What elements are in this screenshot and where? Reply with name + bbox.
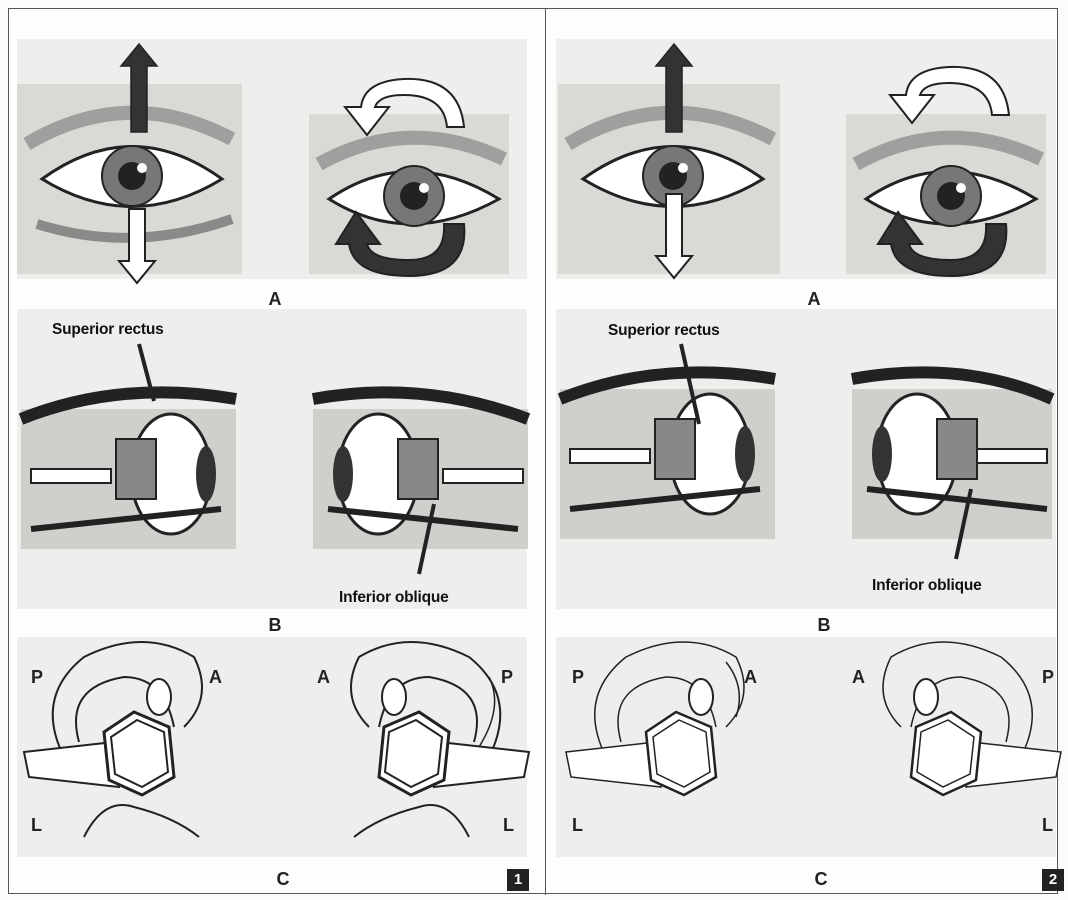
row-b-letter: B xyxy=(804,615,844,636)
row-c-letter: C xyxy=(801,869,841,890)
arrow-down-icon xyxy=(117,209,157,284)
orientation-anterior: A xyxy=(744,667,757,688)
orbit-schematic-icon xyxy=(24,637,224,837)
pointer-line-icon xyxy=(134,339,214,409)
rotation-arrow-bottom-icon xyxy=(876,204,1026,284)
orbit-schematic-icon xyxy=(566,637,766,837)
inferior-oblique-label: Inferior oblique xyxy=(339,589,449,607)
row-c-letter: C xyxy=(263,869,303,890)
row-c-schematic: P A A P L L C xyxy=(546,637,1068,862)
pointer-line-icon xyxy=(404,499,464,579)
orbit-schematic-icon xyxy=(861,637,1061,837)
arrow-down-icon xyxy=(654,194,694,284)
row-a-letter: A xyxy=(794,289,834,310)
superior-rectus-label: Superior rectus xyxy=(52,321,164,339)
pointer-line-icon xyxy=(941,484,1001,564)
orientation-lateral: L xyxy=(31,815,42,836)
orientation-posterior: P xyxy=(501,667,513,688)
row-a-letter: A xyxy=(255,289,295,310)
figure-frame: A xyxy=(8,8,1058,894)
rotation-arrow-top-icon xyxy=(884,57,1024,127)
arrow-up-icon xyxy=(654,44,694,134)
row-c-schematic: P A A P L L C xyxy=(9,637,537,862)
superior-rectus-label: Superior rectus xyxy=(608,322,720,340)
orientation-posterior: P xyxy=(1042,667,1054,688)
pointer-line-icon xyxy=(671,339,751,429)
row-a-eyes: A xyxy=(9,39,537,284)
orientation-lateral: L xyxy=(572,815,583,836)
panel-2: A xyxy=(546,9,1068,895)
orbit-schematic-icon xyxy=(329,637,529,837)
orientation-posterior: P xyxy=(31,667,43,688)
orientation-anterior: A xyxy=(209,667,222,688)
figure-number-badge: 2 xyxy=(1042,869,1064,891)
row-b-muscles: Superior rectus Inferior oblique B xyxy=(546,309,1068,599)
rotation-arrow-bottom-icon xyxy=(334,204,484,284)
row-b-letter: B xyxy=(255,615,295,636)
row-a-eyes: A xyxy=(546,39,1068,284)
rotation-arrow-top-icon xyxy=(339,69,479,139)
arrow-up-icon xyxy=(119,44,159,134)
orientation-lateral: L xyxy=(503,815,514,836)
figure-number-badge: 1 xyxy=(507,869,529,891)
orientation-posterior: P xyxy=(572,667,584,688)
panel-1: A xyxy=(9,9,537,895)
orientation-anterior: A xyxy=(317,667,330,688)
row-b-muscles: Superior rectus Inferior oblique B xyxy=(9,309,537,599)
orientation-anterior: A xyxy=(852,667,865,688)
inferior-oblique-label: Inferior oblique xyxy=(872,577,982,595)
orientation-lateral: L xyxy=(1042,815,1053,836)
